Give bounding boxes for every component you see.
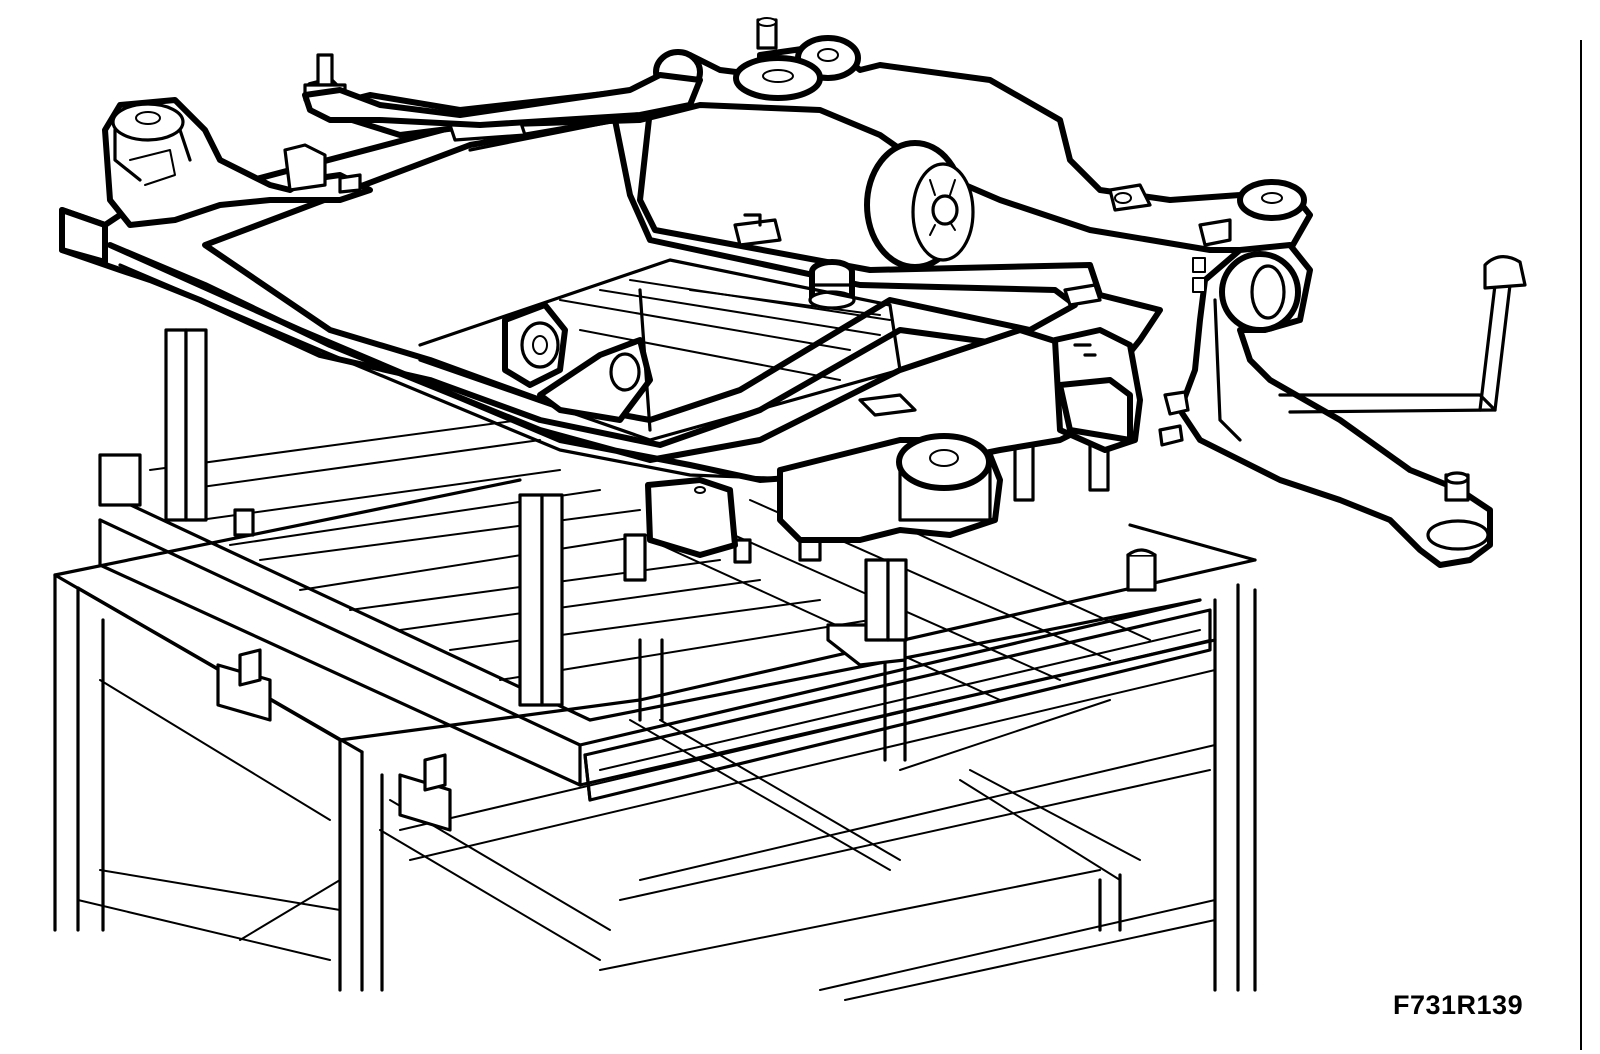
- figure-code-label: F731R139: [1393, 990, 1524, 1020]
- left-arm: [302, 72, 703, 128]
- margin-rule: [1580, 40, 1582, 1050]
- subframe: [59, 17, 1313, 558]
- stabilizer-link: [1278, 255, 1527, 414]
- work-stand: [53, 419, 1257, 1001]
- control-arm: [1158, 179, 1493, 568]
